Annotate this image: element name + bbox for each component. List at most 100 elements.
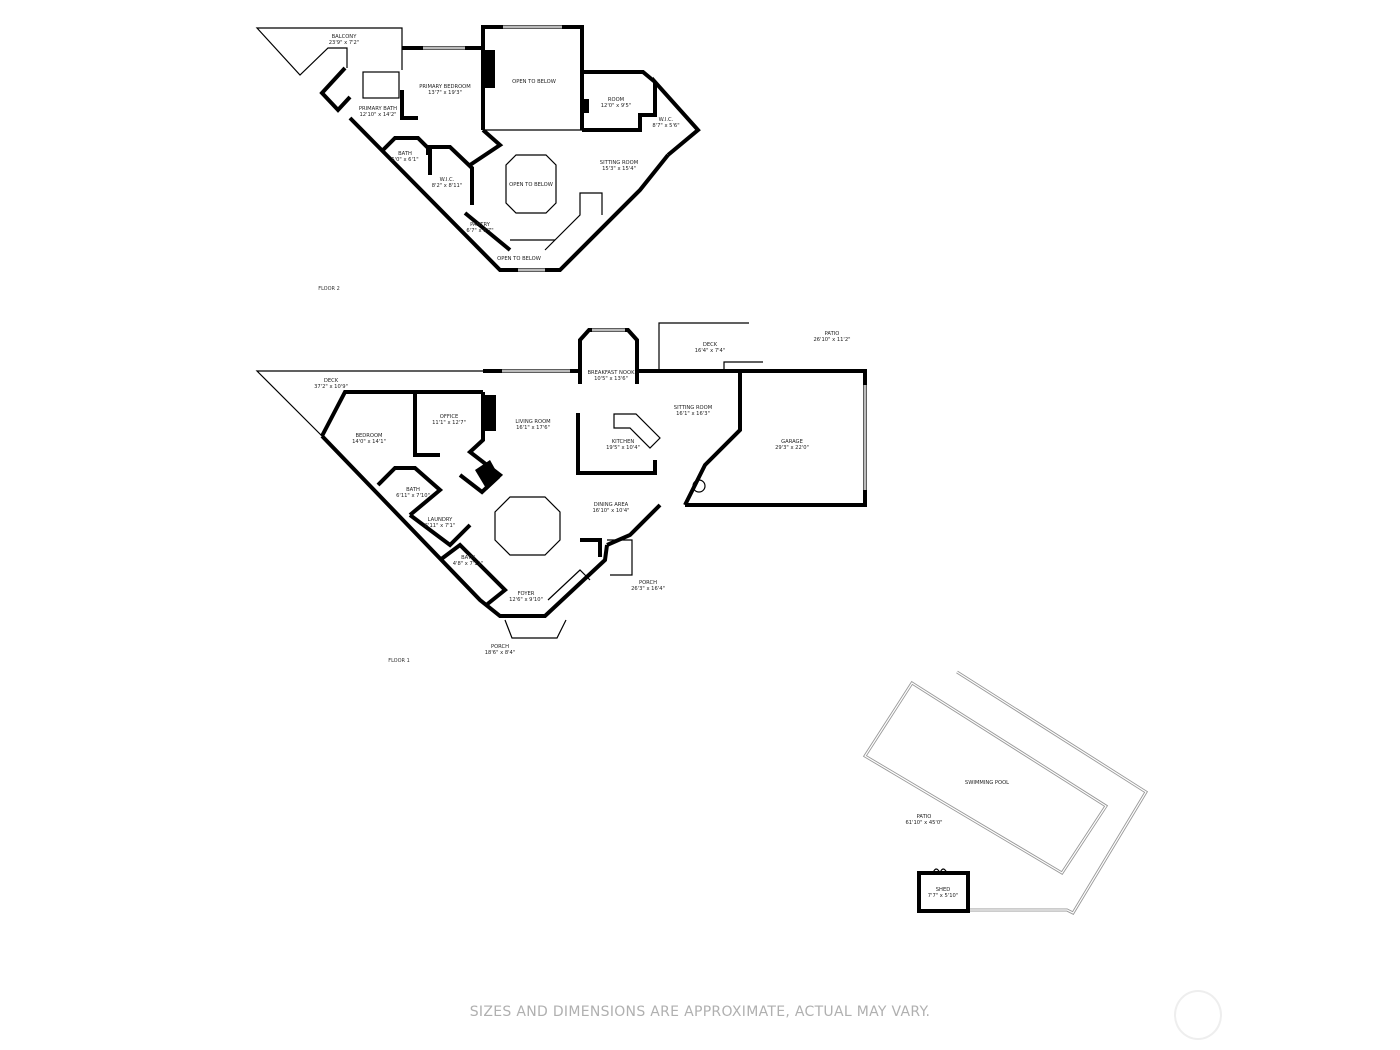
room-dims: 15'3" x 15'4" xyxy=(602,166,636,172)
room-dims: 8'7" x 5'6" xyxy=(652,123,679,129)
room-dims: 6'11" x 7'10" xyxy=(396,493,430,499)
room-dims: 14'0" x 14'1" xyxy=(352,439,386,445)
wall xyxy=(408,513,472,548)
room-name: SHED xyxy=(936,887,950,893)
wall xyxy=(381,136,432,175)
shed-wall xyxy=(917,871,970,913)
floor-2-plan: BALCONY 23'9" x 7'2" PRIMARY BEDROOM 13'… xyxy=(255,25,701,292)
deck-outline xyxy=(723,361,763,371)
wall xyxy=(580,538,602,557)
door-icon xyxy=(932,868,948,875)
room-name: LAUNDRY xyxy=(428,517,454,523)
outer-wall xyxy=(348,116,670,272)
patio-outline-inner xyxy=(956,671,1147,914)
room-name: ROOM xyxy=(608,97,624,103)
room-name: PORCH xyxy=(639,580,657,586)
room-dims: 16'1" x 17'6" xyxy=(516,425,550,431)
room-name: BALCONY xyxy=(332,34,358,40)
deck-outline xyxy=(255,370,483,437)
room-dims: 12'0" x 9'5" xyxy=(601,103,632,109)
room-dims: 29'3" x 22'0" xyxy=(775,445,809,451)
room-dims: 12'10" x 14'2" xyxy=(359,112,396,118)
room-dims: 18'6" x 8'4" xyxy=(485,650,516,656)
floor-1-plan: DECK 37'2" x 10'9" BEDROOM 14'0" x 14'1"… xyxy=(255,322,867,664)
swimming-pool-outline-inner xyxy=(864,682,1107,874)
room-name: PRIMARY BEDROOM xyxy=(419,84,470,90)
room-dims: 12'6" x 9'10" xyxy=(509,597,543,603)
room-name: PATIO xyxy=(825,331,840,337)
room-dims: 16'1" x 16'3" xyxy=(676,411,710,417)
wall xyxy=(426,145,474,205)
room-dims: 6'11" x 7'1" xyxy=(425,523,456,529)
outdoor-plan: SWIMMING POOL PATIO 61'10" x 45'0" SHED … xyxy=(862,670,1149,915)
room-name: SITTING ROOM xyxy=(674,405,712,411)
kitchen-island xyxy=(613,413,661,449)
patio-outline xyxy=(956,670,1149,915)
fireplace-icon xyxy=(484,395,496,431)
room-dims: 61'10" x 45'0" xyxy=(905,820,942,826)
kitchen-counter xyxy=(576,413,657,475)
room-dims: 13'7" x 19'3" xyxy=(428,90,462,96)
room-dims: 8'2" x 8'11" xyxy=(432,183,463,189)
watermark-logo xyxy=(1174,990,1222,1040)
wall xyxy=(683,371,742,506)
room-name: OFFICE xyxy=(440,414,458,420)
outer-wall xyxy=(320,434,609,618)
room-name: SITTING ROOM xyxy=(600,160,638,166)
wall xyxy=(400,90,418,120)
room-dims: 26'3" x 16'4" xyxy=(631,586,665,592)
room-name: OPEN TO BELOW xyxy=(509,182,553,188)
wall xyxy=(463,211,512,252)
wall xyxy=(413,392,440,457)
room-dims: 5'0" x 6'1" xyxy=(391,157,418,163)
room-name: SWIMMING POOL xyxy=(965,780,1009,786)
fireplace-icon xyxy=(475,460,500,490)
room-name: DECK xyxy=(324,378,339,384)
room-name: GARAGE xyxy=(781,439,803,445)
room-dims: 37'2" x 10'9" xyxy=(314,384,348,390)
wall xyxy=(438,542,508,608)
room-name: BATH xyxy=(406,487,420,493)
room-name: LIVING ROOM xyxy=(515,419,550,425)
room-name: KITCHEN xyxy=(612,439,635,445)
porch-outline xyxy=(607,539,633,576)
porch-outline xyxy=(504,619,567,639)
stairs xyxy=(547,569,591,601)
stairs xyxy=(544,192,603,251)
room-dims: 16'10" x 10'4" xyxy=(592,508,629,514)
room-name: PANTRY xyxy=(470,222,491,228)
wall xyxy=(320,390,483,437)
open-to-above-octagon xyxy=(494,496,561,556)
room-name: W.I.C. xyxy=(440,177,455,183)
fireplace-icon xyxy=(485,50,495,88)
room-dims: 10'5" x 13'6" xyxy=(594,376,628,382)
room-name: BEDROOM xyxy=(355,433,382,439)
wall xyxy=(468,128,504,167)
room-dims: 26'10" x 11'2" xyxy=(813,337,850,343)
floor-label: FLOOR 1 xyxy=(388,658,410,664)
disclaimer: SIZES AND DIMENSIONS ARE APPROXIMATE, AC… xyxy=(469,1004,931,1020)
deck-outline xyxy=(658,322,749,371)
room-name: BATH xyxy=(398,151,412,157)
room-dims: 7'7" x 5'10" xyxy=(928,893,959,899)
room-dims: 16'4" x 7'4" xyxy=(695,348,726,354)
room-name: OPEN TO BELOW xyxy=(497,256,541,262)
garage-wall xyxy=(637,369,867,507)
room-name: DINING AREA xyxy=(594,502,629,508)
wall xyxy=(582,76,701,157)
room-name: DECK xyxy=(703,342,718,348)
room-name: BATH xyxy=(461,555,475,561)
room-name: PATIO xyxy=(917,814,932,820)
room-name: FOYER xyxy=(518,591,535,597)
room-dims: 11'1" x 12'7" xyxy=(432,420,466,426)
room-name: OPEN TO BELOW xyxy=(512,79,556,85)
room-dims: 23'9" x 7'2" xyxy=(329,40,360,46)
wall xyxy=(319,66,352,113)
fireplace-icon xyxy=(582,99,589,113)
room-name: PRIMARY BATH xyxy=(359,106,397,112)
open-to-below-octagon xyxy=(505,154,557,214)
floor-label: FLOOR 2 xyxy=(318,286,340,292)
room-name: W.I.C. xyxy=(659,117,674,123)
room-dims: 6'7" x 6'7" xyxy=(466,228,493,234)
